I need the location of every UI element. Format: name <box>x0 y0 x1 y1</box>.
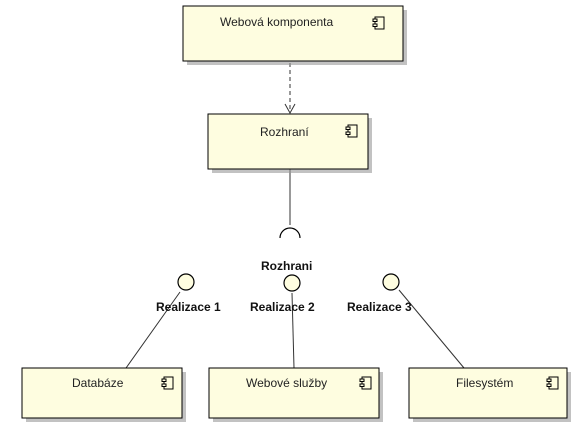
interface-label: Realizace 3 <box>347 300 412 314</box>
required-interface-socket[interactable] <box>279 227 301 239</box>
interface-label: Realizace 2 <box>250 300 315 314</box>
component-box <box>408 367 568 419</box>
realizace-1-to-databaze-line[interactable] <box>125 291 181 369</box>
component-label: Filesystém <box>456 376 513 390</box>
realizace-3-to-filesystem-line[interactable] <box>398 289 465 369</box>
component-filesystem[interactable]: Filesystém <box>408 367 571 422</box>
component-label: Rozhraní <box>260 125 309 139</box>
component-box <box>207 113 369 170</box>
component-webova-komponenta[interactable]: Webová komponenta <box>182 5 407 65</box>
interface-circle <box>177 273 195 291</box>
realizace-2-to-webove-sluzby-line[interactable] <box>291 292 295 369</box>
uml-component-icon <box>546 376 559 390</box>
interface-realizace-3[interactable]: Realizace 3 <box>347 273 412 314</box>
component-box <box>21 367 183 419</box>
interface-circle <box>382 273 400 291</box>
interface-label: Realizace 1 <box>156 300 221 314</box>
interface-realizace-2[interactable]: Realizace 2 <box>250 274 315 314</box>
interface-circle <box>283 274 301 292</box>
component-databaze[interactable]: Databáze <box>21 367 186 422</box>
uml-component-icon <box>359 376 372 390</box>
uml-component-icon <box>161 376 174 390</box>
component-label: Webové služby <box>246 376 327 390</box>
component-webove-sluzby[interactable]: Webové služby <box>208 367 383 422</box>
component-rozhrani[interactable]: Rozhraní <box>207 113 372 173</box>
uml-component-icon <box>372 16 385 30</box>
component-label: Databáze <box>72 376 124 390</box>
interface-realizace-1[interactable]: Realizace 1 <box>156 273 221 314</box>
component-label: Webová komponenta <box>220 15 334 29</box>
required-interface-label: Rozhrani <box>261 259 312 273</box>
component-box <box>208 367 380 419</box>
component-box <box>182 5 404 62</box>
uml-component-icon <box>345 124 358 138</box>
